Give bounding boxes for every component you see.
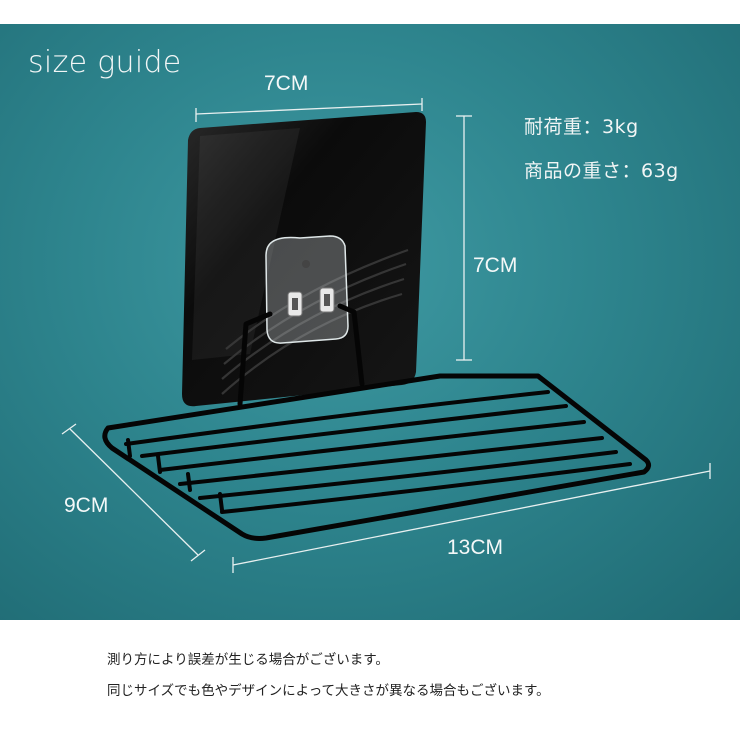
- height-label: 7CM: [473, 254, 518, 277]
- product-illustration: [61, 98, 711, 573]
- dimension-lines: [61, 98, 711, 573]
- load-capacity-text: 耐荷重：3kg: [524, 116, 639, 138]
- size-guide-heading: size guide: [28, 45, 182, 80]
- depth-dimension-line: [69, 428, 199, 556]
- depth-label: 9CM: [64, 494, 109, 517]
- note-size-variation: 同じサイズでも色やデザインによって大きさが異なる場合もございます。: [107, 683, 550, 699]
- hook-mount: [265, 235, 349, 344]
- length-dimension-line: [232, 470, 711, 566]
- soap-basket: [102, 373, 652, 541]
- length-label: 13CM: [447, 536, 504, 559]
- wire-arms: [237, 303, 365, 407]
- width-label: 7CM: [264, 72, 309, 95]
- note-measurement-error: 測り方により誤差が生じる場合がございます。: [107, 652, 389, 668]
- product-image-panel: size guide 7CM 7CM 9CM 13CM 耐荷重：3kg 商品の重…: [0, 24, 740, 620]
- product-weight-text: 商品の重さ：63g: [524, 160, 679, 182]
- width-dimension-line: [195, 103, 423, 115]
